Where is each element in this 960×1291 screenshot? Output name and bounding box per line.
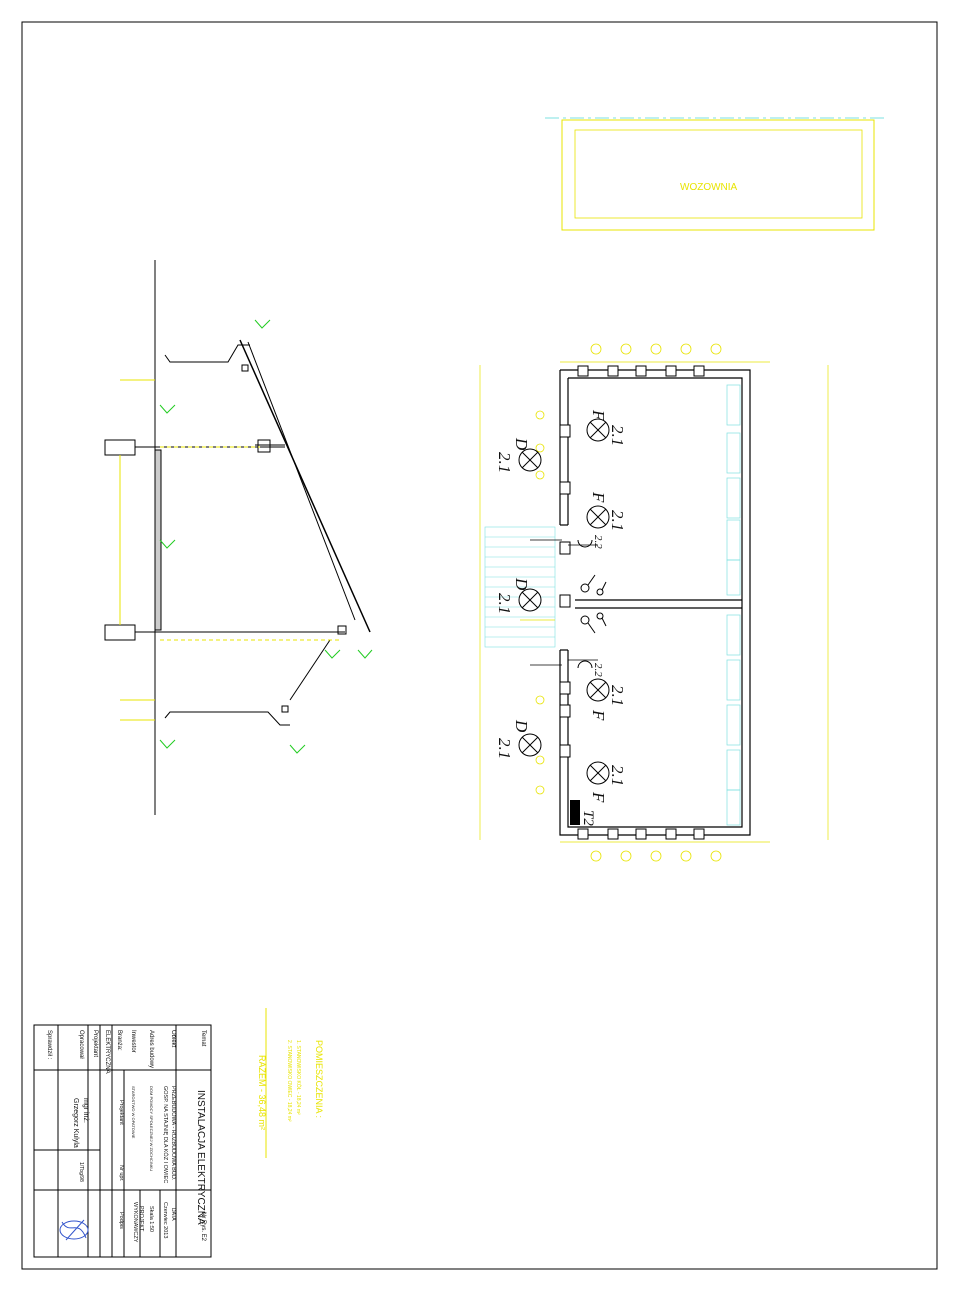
branza-value: ELEKTRYCZNA	[104, 1030, 110, 1074]
switchboard-t2	[570, 800, 580, 825]
inwestor-label: Inwestor	[130, 1030, 136, 1053]
socket-icon	[577, 539, 593, 669]
projektant-col: Projektant	[118, 1100, 124, 1125]
opracowal-label: Opracował	[78, 1030, 84, 1059]
data-value: Czerwiec 2013	[162, 1202, 168, 1238]
label-21: 2.1	[608, 685, 627, 706]
nr-rys: Nr Rys. E2	[200, 1212, 206, 1242]
label-21: 2.1	[495, 452, 514, 473]
cable-runs	[530, 539, 598, 666]
axis-bubbles	[535, 343, 722, 862]
temat-label: Temat	[200, 1030, 206, 1047]
feeding-troughs	[726, 384, 741, 826]
light-fixture-icon	[518, 418, 610, 785]
skala: Skala 1:50	[148, 1206, 154, 1232]
projekt-value: WYKONAWCZY	[132, 1202, 138, 1243]
label-21: 2.1	[495, 593, 514, 614]
label-f: F	[589, 791, 608, 803]
adres-value: DOM POMOCY SPOŁECZNEJ W ZOCHCINKU	[149, 1086, 154, 1171]
obiekt-label: Obiekt	[170, 1030, 176, 1048]
projektant-label: Projektant	[92, 1030, 98, 1057]
room-legend: POMIESZCZENIA : 1. STANOWISKO KÓŁ - 18,2…	[257, 1008, 324, 1158]
label-t2: T2	[580, 810, 596, 826]
floor-plan-walls	[559, 369, 751, 836]
branza-label: Branża:	[116, 1030, 122, 1051]
obiekt-value-2: GOSP. NA STAJNIĘ DLA KÓZ I OWIEC	[162, 1086, 169, 1183]
legend-line-1: 1. STANOWISKO KÓŁ - 18,24 m²	[295, 1040, 302, 1115]
nr-upr-col: Nr upr.	[118, 1165, 124, 1182]
legend-title: POMIESZCZENIA :	[314, 1040, 324, 1118]
label-f: F	[589, 409, 608, 421]
label-21: 2.1	[608, 425, 627, 446]
label-21: 2.1	[608, 765, 627, 786]
signature-stamp	[59, 1219, 89, 1241]
legend-line-2: 2. STANOWISKO OWIEC - 18,24 m²	[286, 1040, 292, 1122]
opracowal-value-1: mgr inż.	[82, 1098, 89, 1123]
nr-upr-value: 1/Tbg/98	[78, 1162, 84, 1182]
projekt-label: PROJEKT	[138, 1206, 144, 1232]
wozownia-outline	[545, 117, 885, 231]
temat-value: INSTALACJA ELEKTRYCZNA	[195, 1090, 206, 1225]
fixture-labels: F 2.1 D 2.1 F 2.1 2.2 D 2.1 2.2 2.1 F D …	[495, 409, 627, 826]
label-f: F	[589, 709, 608, 721]
sheet-border	[21, 21, 938, 1270]
title-block: Temat INSTALACJA ELEKTRYCZNA Nr Rys. E2 …	[33, 1024, 212, 1258]
label-22: 2.2	[592, 535, 604, 549]
opracowal-value-2: Grzegorz Kulyla	[72, 1098, 79, 1148]
building-section	[104, 260, 371, 815]
legend-total: RAZEM - 36,48 m²	[257, 1055, 267, 1130]
inwestor-value: STAROSTWO W OPATOWIE	[131, 1086, 136, 1139]
sprawdzil-label: Sprawdził :	[46, 1030, 52, 1060]
label-d: D	[512, 719, 531, 733]
label-22: 2.2	[592, 663, 604, 677]
label-d: D	[512, 437, 531, 451]
data-label: DATA	[170, 1208, 176, 1221]
adres-label: Adres budowy	[148, 1030, 154, 1068]
label-d: D	[512, 577, 531, 591]
label-f: F	[589, 491, 608, 503]
wozownia-label: WOZOWNIA	[680, 182, 738, 193]
entrance-ramp	[484, 526, 556, 648]
obiekt-value-1: PRZEBUDOWA - ROZBUDOWA BUD.	[170, 1086, 176, 1181]
level-markers	[159, 319, 373, 754]
dimension-lines	[479, 361, 829, 843]
label-21: 2.1	[495, 738, 514, 759]
wall-columns	[559, 365, 705, 840]
podpis-col: Podpis	[118, 1212, 124, 1229]
label-21: 2.1	[608, 510, 627, 531]
switch-icon	[580, 574, 607, 634]
